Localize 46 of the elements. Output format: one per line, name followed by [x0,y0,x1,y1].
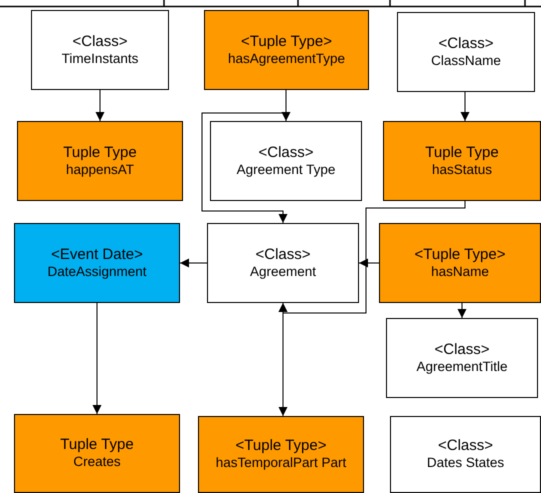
type-label: Tuple Type [425,144,499,162]
name-label: Agreement [250,264,316,280]
name-label: hasTemporalPart Part [216,455,346,472]
type-label: <Event Date> [51,246,143,264]
type-label: <Class> [434,340,490,359]
type-label: <Tuple Type> [236,437,326,456]
arrow [96,90,104,122]
name-label: ClassName [431,52,501,70]
name-label: Agreement Type [236,162,336,178]
tuple-type-box [17,121,183,201]
name-label: hasStatus [432,162,492,178]
class-box [210,121,362,201]
arrow [92,302,102,414]
tuple-type-box [379,223,541,303]
event-date-box [14,223,180,303]
type-label: <Tuple Type> [241,32,332,51]
type-label: Tuple Type [60,436,134,454]
arrow [460,92,470,122]
tuple-type-box [204,10,369,90]
name-label: AgreementTitle [416,358,508,376]
class-box [207,223,359,303]
arrow [180,258,208,268]
class-box [397,12,535,92]
name-label: DateAssignment [47,264,147,280]
type-label: Tuple Type [63,144,137,162]
arrow [358,258,380,268]
type-label: <Class> [438,34,494,53]
tuple-type-box [383,121,541,201]
arrow [278,302,288,416]
type-label: <Class> [72,32,128,51]
class-box [386,318,538,398]
name-label: Creates [73,454,121,471]
name-label: Dates States [426,455,504,472]
class-box [390,416,541,493]
type-label: <Class> [438,437,494,456]
type-label: <Class> [255,246,311,264]
type-label: <Class> [258,144,314,162]
arrow [458,302,466,318]
name-label: hasName [431,264,489,280]
tuple-type-box [198,416,364,493]
class-box [31,10,169,90]
name-label: happensAT [66,162,134,178]
name-label: TimeInstants [62,50,138,68]
name-label: hasAgreementType [228,50,346,68]
type-label: <Tuple Type> [414,246,506,264]
tuple-type-box [14,414,180,493]
